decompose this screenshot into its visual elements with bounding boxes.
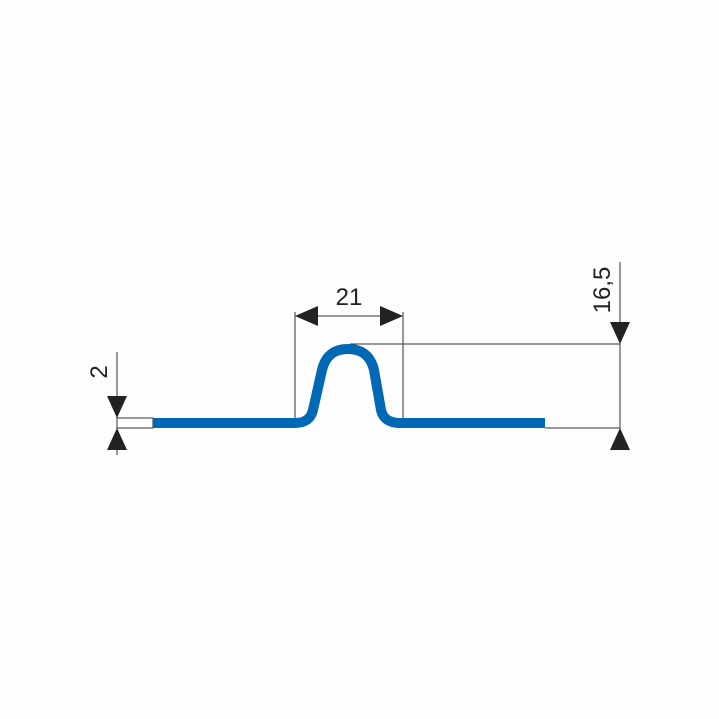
height-dimension-label: 16,5 xyxy=(589,267,616,314)
arrow-thickness-top xyxy=(107,396,127,418)
thickness-dimension-label: 2 xyxy=(86,365,113,378)
arrow-width-left xyxy=(295,306,318,326)
thickness-marker xyxy=(116,417,154,429)
arrow-height-bottom xyxy=(610,428,630,450)
arrow-thickness-bottom xyxy=(107,428,127,450)
width-dimension-label: 21 xyxy=(336,284,363,311)
arrow-width-right xyxy=(380,306,403,326)
profile-shape xyxy=(153,343,545,428)
arrow-height-top xyxy=(610,322,630,344)
